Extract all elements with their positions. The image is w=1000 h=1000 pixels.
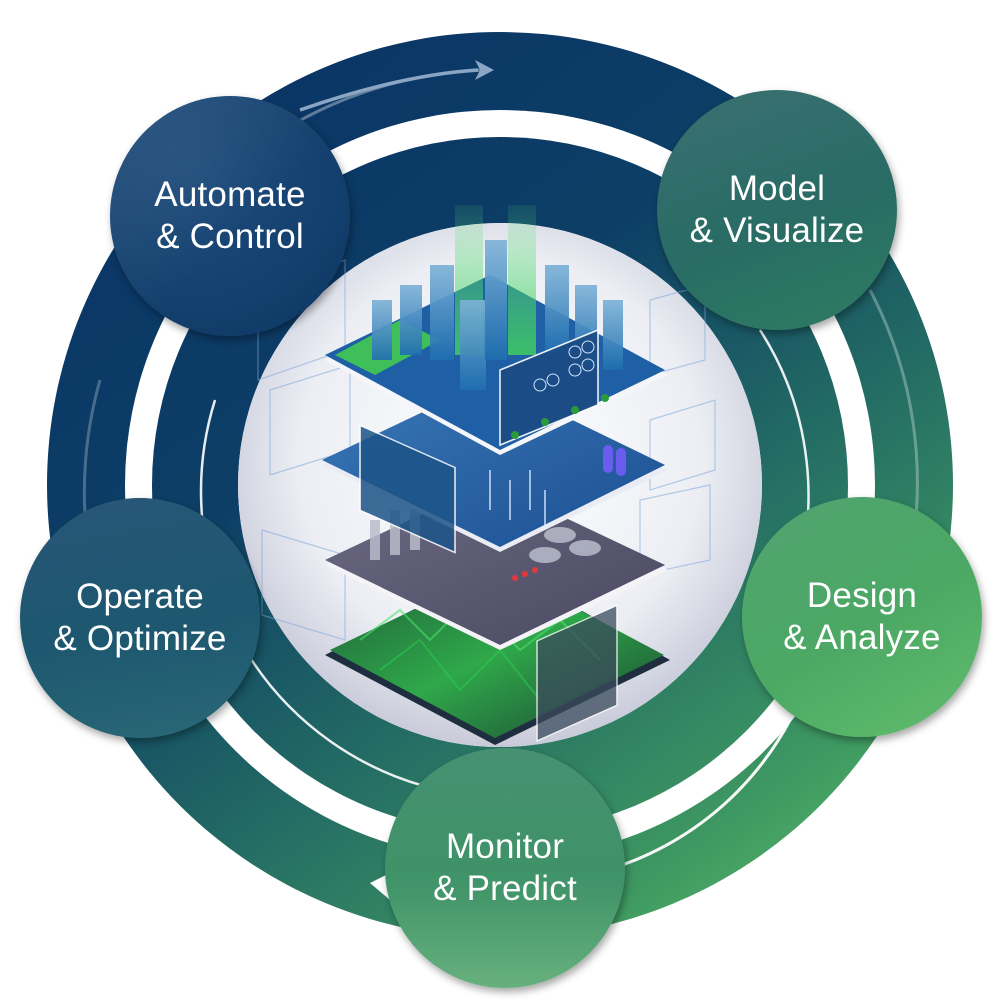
- stage-automate-control[interactable]: Automate & Control: [110, 96, 350, 336]
- stage-label-line1: Model: [728, 169, 826, 208]
- stage-label-line2: & Optimize: [53, 619, 227, 658]
- stage-model-visualize[interactable]: Model & Visualize: [657, 90, 897, 330]
- stage-label-line2: & Control: [156, 217, 304, 256]
- arrow-top-icon: [299, 60, 494, 112]
- stage-label-line1: Operate: [76, 577, 204, 616]
- layer-city: [325, 205, 668, 455]
- stage-label-line2: & Analyze: [783, 618, 941, 657]
- stage-label-line1: Monitor: [445, 827, 565, 866]
- stage-design-analyze[interactable]: Design & Analyze: [742, 497, 982, 737]
- stage-label-line1: Automate: [154, 175, 306, 214]
- stage-label-line1: Design: [806, 576, 918, 615]
- stage-label-line2: & Visualize: [689, 211, 865, 250]
- stage-operate-optimize[interactable]: Operate & Optimize: [20, 498, 260, 738]
- layer-power-grid: [322, 380, 668, 554]
- digital-twin-illustration: [257, 205, 716, 745]
- stage-monitor-predict[interactable]: Monitor & Predict: [385, 748, 625, 988]
- stage-label-line2: & Predict: [433, 869, 577, 908]
- layer-terrain: [325, 565, 670, 745]
